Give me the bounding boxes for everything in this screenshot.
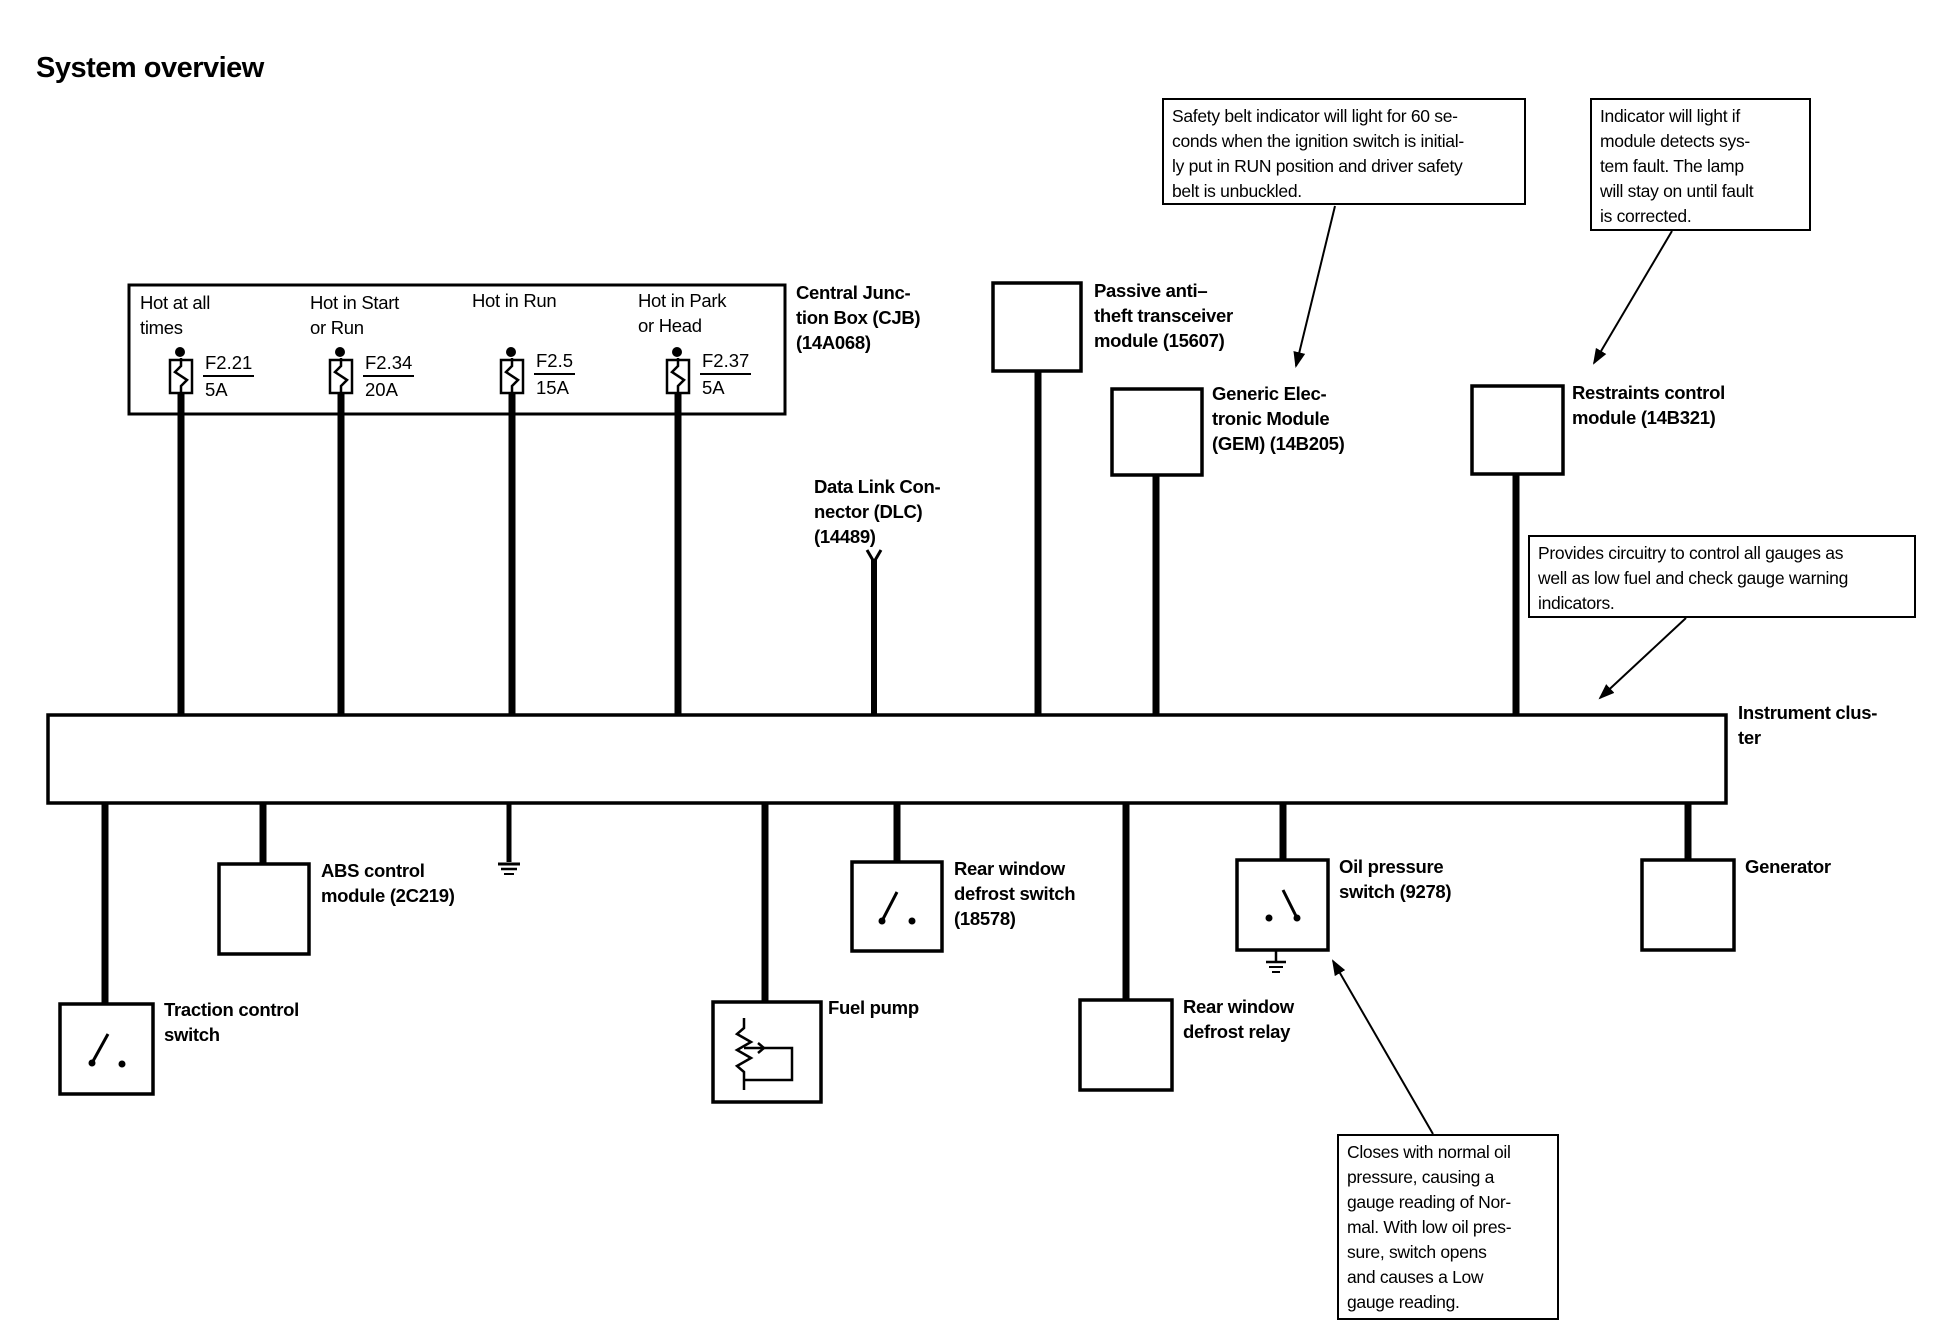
fuse-amperage: 5A: [702, 377, 725, 398]
fuse-feed-label-1: Hot at all times: [140, 292, 211, 338]
rcm-module-box: [1470, 384, 1565, 476]
rear-defrost-relay-box: [1078, 998, 1174, 1092]
rcm-label: Restraints control module (14B321): [1572, 382, 1725, 428]
central-junction-box: [127, 283, 787, 416]
instrument-cluster-bar: [46, 713, 1728, 805]
fuel-pump-resistor-symbol: [734, 1018, 794, 1090]
rear-defrost-relay-label: Rear window defrost relay: [1183, 996, 1294, 1042]
safety-belt-note-arrow: [1293, 205, 1336, 368]
oil-pressure-note: Closes with normal oil pressure, causing…: [1337, 1134, 1559, 1320]
fuse-id: F2.5: [534, 348, 576, 375]
cluster-gauges-note: Provides circuitry to control all gauges…: [1528, 535, 1916, 618]
fuse-f2-21-rating: F2.21 5A: [203, 350, 255, 402]
fuel-pump-box: [711, 1000, 823, 1104]
page-title: System overview: [36, 52, 264, 84]
oil-switch-symbol: [1265, 889, 1301, 922]
fuse-f2-37-rating: F2.37 5A: [700, 348, 752, 400]
fuse-id: F2.34: [363, 350, 415, 377]
rear-defrost-switch-box: [850, 860, 944, 953]
fuse-f2-21-symbol: [168, 347, 194, 396]
traction-switch-box: [58, 1002, 155, 1096]
oil-switch-box: [1235, 858, 1330, 952]
generator-box: [1640, 858, 1736, 952]
restraint-indicator-note: Indicator will light if module detects s…: [1590, 98, 1811, 231]
dlc-connector-symbol: [865, 549, 883, 715]
fuse-amperage: 15A: [536, 377, 569, 398]
safety-belt-note: Safety belt indicator will light for 60 …: [1162, 98, 1526, 205]
fuse-f2-5-symbol: [499, 347, 525, 396]
fuse-id: F2.21: [203, 350, 255, 377]
cjb-label: Central Junc- tion Box (CJB) (14A068): [796, 282, 921, 353]
fuse-f2-34-symbol: [328, 347, 354, 396]
fuse-f2-34-rating: F2.34 20A: [363, 350, 415, 402]
traction-label: Traction control switch: [164, 999, 299, 1045]
pats-module-box: [991, 281, 1083, 373]
oil-switch-label: Oil pressure switch (9278): [1339, 856, 1452, 902]
fuel-pump-label: Fuel pump: [828, 997, 919, 1018]
fuse-amperage: 20A: [365, 379, 398, 400]
fuse-feed-label-2: Hot in Start or Run: [310, 292, 399, 338]
traction-switch-symbol: [88, 1033, 126, 1068]
cluster-label: Instrument clus- ter: [1738, 702, 1878, 748]
pats-label: Passive anti– theft transceiver module (…: [1094, 280, 1233, 351]
abs-module-box: [217, 862, 311, 956]
fuse-feed-label-3: Hot in Run: [472, 290, 557, 311]
fuse-feed-label-4: Hot in Park or Head: [638, 290, 727, 336]
cluster-note-arrow: [1598, 617, 1687, 700]
fuse-f2-37-symbol: [665, 347, 691, 396]
dlc-label: Data Link Con- nector (DLC) (14489): [814, 476, 941, 547]
rear-defrost-switch-symbol: [878, 891, 916, 925]
oil-note-arrow: [1331, 959, 1434, 1135]
fuse-amperage: 5A: [205, 379, 228, 400]
ground-symbol: [498, 803, 520, 875]
gem-module-box: [1110, 387, 1204, 477]
generator-label: Generator: [1745, 856, 1831, 877]
rear-defrost-switch-label: Rear window defrost switch (18578): [954, 858, 1076, 929]
gem-label: Generic Elec- tronic Module (GEM) (14B20…: [1212, 383, 1345, 454]
abs-label: ABS control module (2C219): [321, 860, 455, 906]
restraint-note-arrow: [1592, 230, 1673, 365]
fuse-f2-5-rating: F2.5 15A: [534, 348, 576, 400]
fuse-id: F2.37: [700, 348, 752, 375]
oil-switch-ground-symbol: [1266, 950, 1286, 973]
